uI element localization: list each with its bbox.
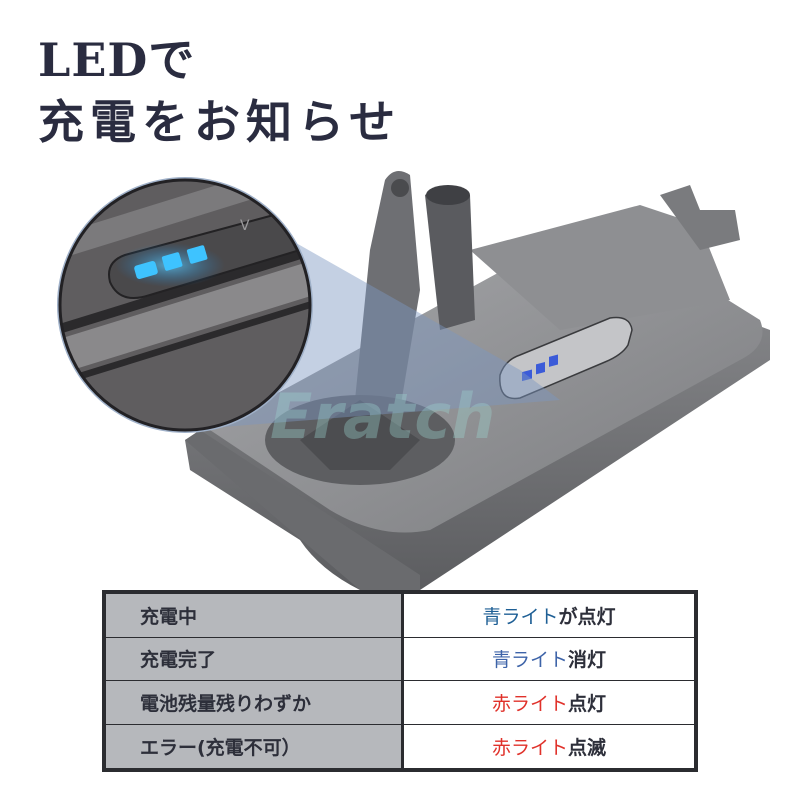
state-cell-low-battery: 電池残量残りわずか [106, 681, 404, 725]
light-action: 点灯 [568, 692, 607, 715]
indicator-cell-error: 赤ライト点滅 [404, 724, 694, 768]
led-closeup-callout: V [57, 177, 313, 433]
state-cell-charging: 充電中 [106, 594, 404, 638]
battery-illustration: Eratch V [57, 171, 770, 590]
state-cell-charge-complete: 充電完了 [106, 637, 404, 681]
light-label: 青ライト [482, 605, 559, 628]
status-table: 充電中 青ライトが点灯 充電完了 青ライト消灯 電池残量残りわずか 赤ライト点灯… [102, 590, 698, 772]
battery-body [185, 171, 770, 590]
headline-line-1: LEDで [38, 33, 196, 87]
light-action: が点灯 [558, 605, 616, 628]
svg-text:V: V [240, 218, 250, 234]
headline-line-2: 充電をお知らせ [38, 95, 402, 149]
headline: LEDで 充電をお知らせ [38, 30, 401, 154]
light-label: 赤ライト [491, 692, 568, 715]
indicator-cell-low-battery: 赤ライト点灯 [404, 681, 694, 725]
indicator-cell-charge-complete: 青ライト消灯 [404, 637, 694, 681]
light-label: 青ライト [491, 649, 568, 672]
light-action: 消灯 [568, 649, 607, 672]
light-action: 点滅 [568, 736, 607, 759]
indicator-cell-charging: 青ライトが点灯 [404, 594, 694, 638]
state-cell-error: エラー(充電不可） [106, 724, 404, 768]
watermark: Eratch [270, 380, 495, 453]
light-label: 赤ライト [491, 736, 568, 759]
